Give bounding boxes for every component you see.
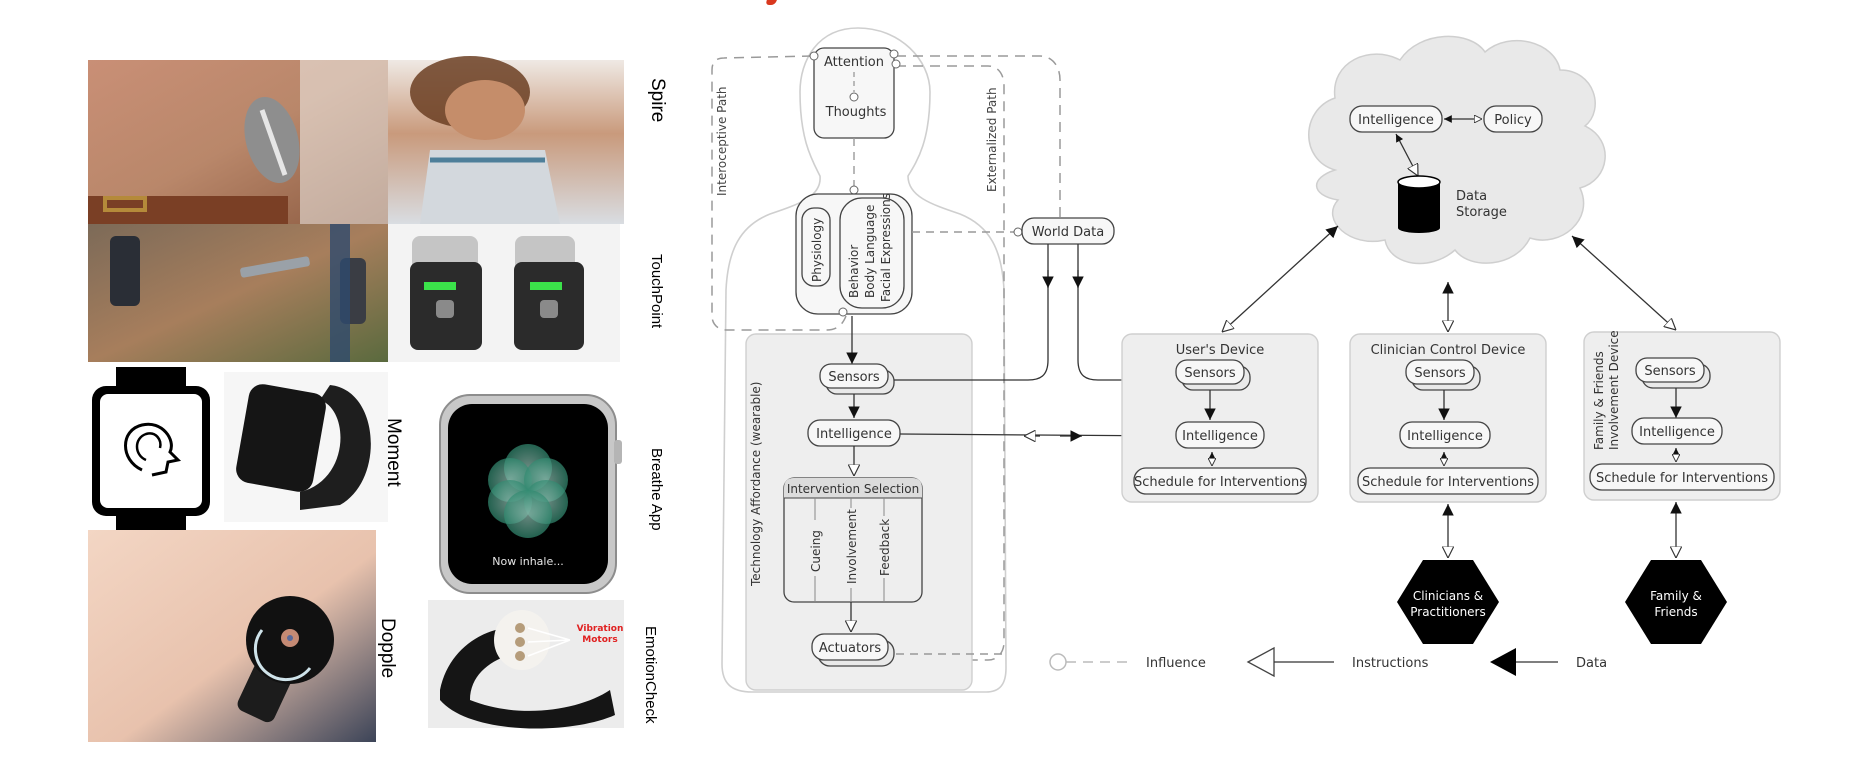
cloud-policy-node [1483,105,1543,133]
legend-instructions-label: Instructions [1352,656,1429,671]
emotioncheck-photo: Vibration Motors [428,600,624,729]
family-device-intelligence-label: Intelligence [1639,425,1715,440]
product-label-moment: Moment [383,418,404,487]
world-data-label: World Data [1032,225,1104,240]
legend-influence: Influence [1049,653,1206,671]
data-storage-label-line1: Data [1456,189,1487,204]
cloud-intelligence-label: Intelligence [1358,113,1434,128]
actor-family-line2: Friends [1654,605,1697,619]
breathe-app-watch: Now inhale... [439,394,622,594]
influence-circle-icon [1049,653,1067,671]
users-device-sensors-label: Sensors [1184,366,1236,381]
users-device-title: User's Device [1176,343,1265,358]
physiology-label: Physiology [810,218,824,282]
users-device-panel: User's Device Sensors Intelligence Sched… [1121,333,1319,503]
cloud-shape [1308,35,1606,265]
attention-label: Attention [824,55,884,70]
touchpoint-photo-devices [388,224,620,362]
family-device-title-line1: Family & Friends [1592,351,1606,450]
actor-clinicians-practitioners: Clinicians & Practitioners [1397,560,1499,644]
interoceptive-path-label: Interoceptive Path [715,86,729,196]
influence-node-icon [849,92,859,102]
legend-instructions: Instructions [1246,646,1429,678]
vibration-motors-annotation-line2: Motors [582,635,617,645]
users-device-intelligence-label: Intelligence [1182,429,1258,444]
moment-logo-icon [92,367,210,534]
human-silhouette [721,27,1007,693]
product-photo-grid: Now inhale... Vibration Motors Spire Tou… [88,56,668,742]
product-label-dopple: Dopple [377,618,398,678]
intervention-involvement: Involvement [845,509,859,584]
wearable-intelligence-label: Intelligence [816,427,892,442]
cloud-policy-label: Policy [1494,113,1532,128]
family-friends-device-panel: Family & Friends Involvement Device Sens… [1583,330,1781,501]
intervention-selection-title: Intervention Selection [787,482,919,496]
cloud-intelligence-node [1349,105,1443,133]
behavior-box [839,197,905,309]
physiology-box [801,207,831,287]
behavior-label: Behavior [847,245,861,298]
clinician-device-title: Clinician Control Device [1371,343,1526,358]
wearable-actuators-label: Actuators [819,641,882,656]
product-label-emotioncheck: EmotionCheck [642,626,659,724]
legend-data: Data [1490,648,1607,676]
data-storage-icon [1397,175,1441,233]
facial-expressions-label: Facial Expressions [879,193,893,302]
family-device-sensors-label: Sensors [1644,364,1696,379]
legend: Influence Instructions Data [1049,646,1607,678]
family-device-title-line2: Involvement Device [1607,330,1621,450]
wearable-sensors-node [819,363,889,389]
actor-clinicians-line1: Clinicians & [1413,589,1483,603]
product-label-touchpoint: TouchPoint [648,254,665,329]
world-data-node [1021,217,1115,245]
actor-family-friends: Family & Friends [1625,560,1727,644]
legend-influence-label: Influence [1146,656,1206,671]
breathe-screen-text: Now inhale... [492,555,564,568]
externalized-path-inner-loop [896,65,1005,661]
moment-photo [224,372,388,522]
body-language-label: Body Language [863,205,877,298]
data-storage-label-line2: Storage [1456,205,1507,220]
clinician-device-intelligence-label: Intelligence [1407,429,1483,444]
intervention-cueing: Cueing [809,530,823,572]
intervention-feedback: Feedback [878,519,892,576]
cloud-family-device-link [1571,235,1676,330]
wearable-sensors-label: Sensors [828,370,880,385]
clinician-control-device-panel: Clinician Control Device Sensors Intelli… [1349,333,1547,503]
spire-photo-belt [88,60,388,224]
actor-clinicians-line2: Practitioners [1410,605,1486,619]
users-device-schedule-label: Schedule for Interventions [1134,475,1306,490]
touchpoint-photo-hands [88,224,388,362]
interoceptive-path-loop [711,55,847,331]
spire-photo-woman [388,56,624,224]
externalized-path-label: Externalized Path [985,87,999,192]
legend-data-label: Data [1576,656,1607,671]
filled-arrow-icon [1490,648,1516,676]
product-label-spire: Spire [647,78,668,122]
cloud-users-device-link [1222,225,1339,332]
thoughts-label: Thoughts [825,105,887,120]
dopple-photo [88,530,376,742]
externalized-path-outer-loop [896,55,1061,218]
clinician-device-sensors-label: Sensors [1414,366,1466,381]
world-data-to-wearable-sensors [894,244,1049,381]
open-arrow-icon [1246,646,1275,678]
family-device-schedule-label: Schedule for Interventions [1596,471,1768,486]
world-data-to-user-sensors [1077,244,1176,381]
clinician-device-schedule-label: Schedule for Interventions [1362,475,1534,490]
wearable-panel-title: Technology Affordance (wearable) [749,382,763,587]
actor-family-line1: Family & [1650,589,1702,603]
wearable-actuators-node [811,633,889,661]
vibration-motors-annotation-line1: Vibration [577,624,624,634]
product-label-breathe-app: Breathe App [648,448,665,531]
